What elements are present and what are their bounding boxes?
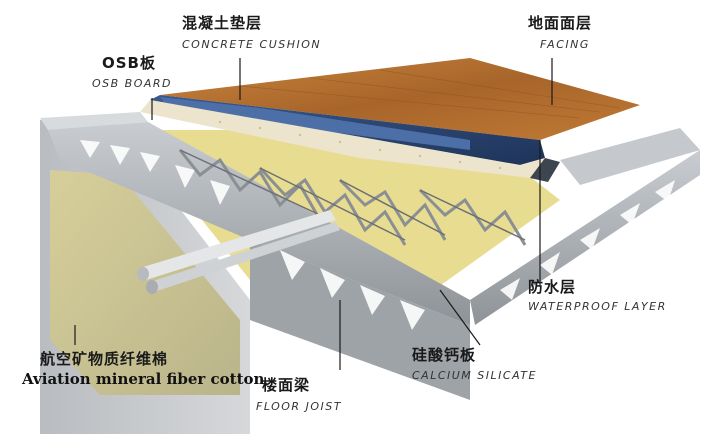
calcium-silicate-label-en: CALCIUM SILICATE <box>412 369 537 382</box>
floor-joist-label-en: FLOOR JOIST <box>256 400 342 413</box>
osb-top-strip <box>160 97 470 150</box>
waterproof-label-en: WATERPROOF LAYER <box>528 300 667 313</box>
truss-chords <box>179 149 526 241</box>
concrete-cushion-label-en: CONCRETE CUSHION <box>182 38 322 51</box>
concrete-layer <box>140 100 545 178</box>
leader-lines <box>74 58 553 370</box>
mineral-fiber-label-en: Aviation mineral fiber cotton <box>22 370 265 388</box>
concrete-cushion-label-cn: 混凝土垫层 <box>182 14 263 32</box>
facing-label-cn: 地面面层 <box>528 14 593 32</box>
wood-grain <box>239 69 621 119</box>
facing-label-en: FACING <box>540 38 590 51</box>
truss-web-openings <box>80 140 675 330</box>
waterproof-label-cn: 防水层 <box>528 278 577 296</box>
service-pipes <box>137 210 340 294</box>
facing-layer <box>160 58 640 140</box>
osb-board-label-en: OSB BOARD <box>92 77 173 90</box>
mineral-fiber-label-cn: 航空矿物质纤维棉 <box>40 350 169 368</box>
calcium-silicate-label-cn: 硅酸钙板 <box>412 346 477 364</box>
osb-board-label-cn: OSB板 <box>102 54 156 72</box>
mineral-fiber-panel <box>50 170 240 395</box>
waterproof-layer <box>530 158 560 182</box>
concrete-speckles <box>218 120 502 170</box>
floor-joist-label-cn: 楼面梁 <box>262 376 311 394</box>
